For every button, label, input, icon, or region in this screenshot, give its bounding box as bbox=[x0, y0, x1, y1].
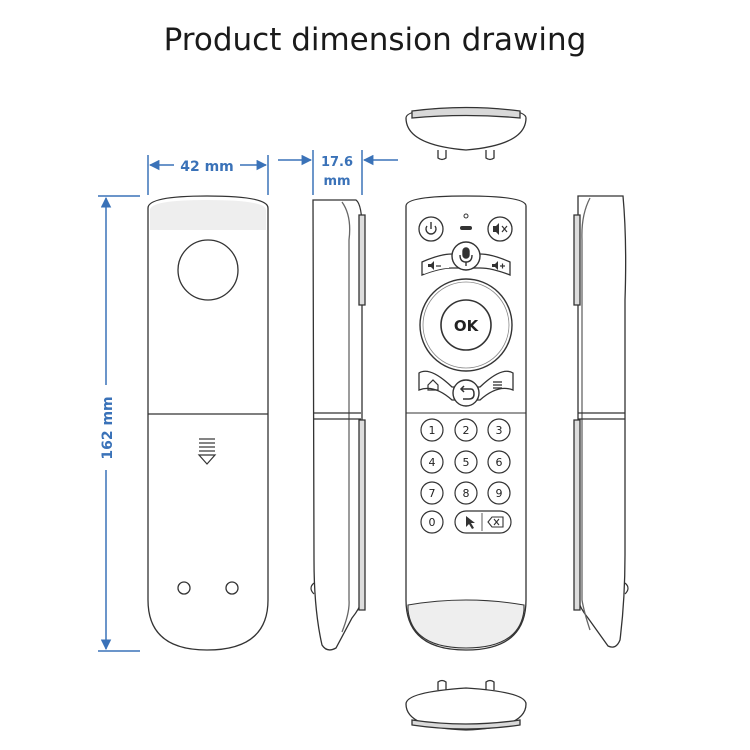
left-side-view bbox=[310, 199, 366, 651]
back-arrow-icon bbox=[459, 385, 475, 400]
battery-cover-latch-icon bbox=[197, 438, 217, 465]
digit-key-2[interactable]: 2 bbox=[454, 418, 478, 442]
back-screw-hole bbox=[177, 581, 191, 595]
digit-label: 6 bbox=[496, 456, 503, 469]
digit-label: 1 bbox=[429, 424, 436, 437]
top-view bbox=[405, 106, 527, 161]
depth-unit-label: mm bbox=[323, 174, 350, 189]
menu-icon bbox=[493, 381, 502, 389]
digit-key-8[interactable]: 8 bbox=[454, 481, 478, 505]
digit-label: 4 bbox=[429, 456, 436, 469]
back-screw-hole bbox=[225, 581, 239, 595]
mic-hole bbox=[463, 213, 469, 219]
digit-label: 2 bbox=[463, 424, 470, 437]
depth-dimension: 17.6 mm bbox=[278, 150, 398, 195]
side-key-strip bbox=[358, 214, 366, 306]
digit-label: 8 bbox=[463, 487, 470, 500]
number-keypad: 1 2 3 4 5 6 7 bbox=[420, 418, 511, 534]
power-icon bbox=[425, 222, 437, 235]
page-title: Product dimension drawing bbox=[163, 22, 587, 58]
mute-icon bbox=[493, 223, 508, 235]
voice-button[interactable] bbox=[451, 241, 481, 271]
volume-up-button[interactable] bbox=[492, 261, 505, 270]
digit-label: 9 bbox=[496, 487, 503, 500]
back-button[interactable] bbox=[452, 379, 480, 407]
digit-label: 0 bbox=[429, 516, 436, 529]
width-label: 42 mm bbox=[180, 159, 234, 175]
back-round-pad bbox=[177, 239, 239, 301]
digit-key-1[interactable]: 1 bbox=[420, 418, 444, 442]
home-button[interactable] bbox=[427, 379, 439, 391]
digit-label: 3 bbox=[496, 424, 503, 437]
ok-label: OK bbox=[454, 317, 480, 335]
digit-key-9[interactable]: 9 bbox=[487, 481, 511, 505]
volume-up-icon bbox=[492, 261, 505, 270]
indicator-led bbox=[460, 226, 472, 230]
microphone-icon bbox=[459, 247, 473, 266]
volume-down-button[interactable] bbox=[424, 256, 449, 274]
digit-key-7[interactable]: 7 bbox=[420, 481, 444, 505]
mouse-delete-key[interactable] bbox=[454, 510, 512, 534]
home-icon bbox=[427, 379, 439, 391]
backspace-icon bbox=[487, 516, 504, 528]
volume-down-icon bbox=[428, 261, 441, 270]
ok-button[interactable]: OK bbox=[440, 299, 492, 351]
digit-key-4[interactable]: 4 bbox=[420, 450, 444, 474]
menu-button[interactable] bbox=[493, 381, 502, 389]
length-label: 162 mm bbox=[100, 396, 116, 459]
length-dimension: 162 mm bbox=[98, 195, 140, 652]
front-view: OK 1 bbox=[405, 195, 527, 651]
power-button[interactable] bbox=[418, 216, 444, 242]
digit-key-3[interactable]: 3 bbox=[487, 418, 511, 442]
digit-label: 7 bbox=[429, 487, 436, 500]
digit-label: 5 bbox=[463, 456, 470, 469]
mouse-pointer-icon bbox=[466, 516, 475, 529]
mute-button[interactable] bbox=[487, 216, 513, 242]
depth-value-label: 17.6 bbox=[321, 155, 353, 170]
width-dimension: 42 mm bbox=[147, 155, 269, 195]
right-side-view bbox=[573, 195, 629, 648]
digit-key-0[interactable]: 0 bbox=[420, 510, 444, 534]
digit-key-6[interactable]: 6 bbox=[487, 450, 511, 474]
bottom-view bbox=[405, 679, 527, 731]
back-view bbox=[147, 195, 269, 651]
digit-key-5[interactable]: 5 bbox=[454, 450, 478, 474]
side-key-strip bbox=[573, 214, 581, 306]
